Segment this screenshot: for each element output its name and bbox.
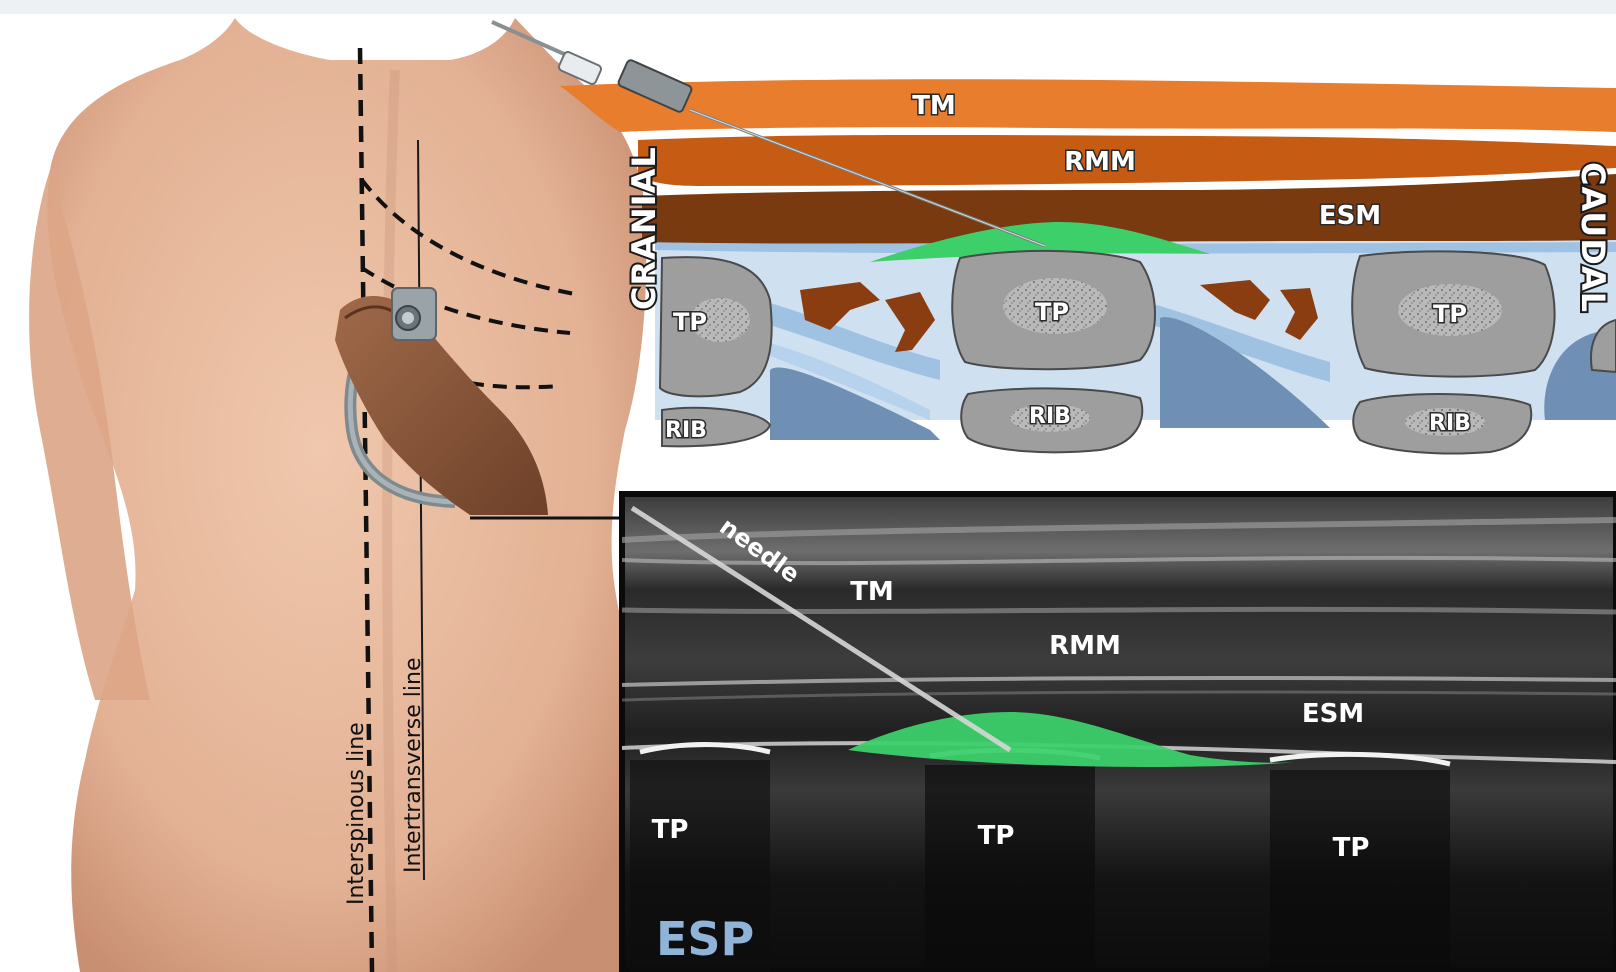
us-esm-label: ESM (1302, 699, 1364, 729)
us-tp-label-1: TP (652, 815, 689, 845)
esp-label: ESP (656, 912, 754, 966)
intertransverse-line-label: Intertransverse line (401, 658, 426, 874)
interspinous-line-label: Interspinous line (344, 722, 369, 905)
us-tp-label-2: TP (978, 821, 1015, 851)
cranial-label: CRANIAL (625, 146, 663, 310)
rmm-label: RMM (1064, 147, 1136, 177)
caudal-label: CAUDAL (1574, 162, 1612, 313)
rib-label-3: RIB (1429, 411, 1471, 436)
trapezius-layer (560, 79, 1616, 132)
top-strip (0, 0, 1616, 14)
patient-back (29, 18, 653, 972)
tm-label: TM (912, 91, 956, 121)
rib-label-1: RIB (665, 418, 707, 443)
rib-label-2: RIB (1029, 404, 1071, 429)
tp-label-2: TP (1035, 298, 1069, 326)
esm-label: ESM (1319, 201, 1381, 231)
tp-label-3: TP (1433, 300, 1467, 328)
anatomy-cross-section (560, 79, 1616, 453)
us-tm-label: TM (850, 577, 894, 607)
tp-label-1: TP (673, 308, 707, 336)
us-rmm-label: RMM (1049, 631, 1121, 661)
us-tp-label-3: TP (1333, 833, 1370, 863)
